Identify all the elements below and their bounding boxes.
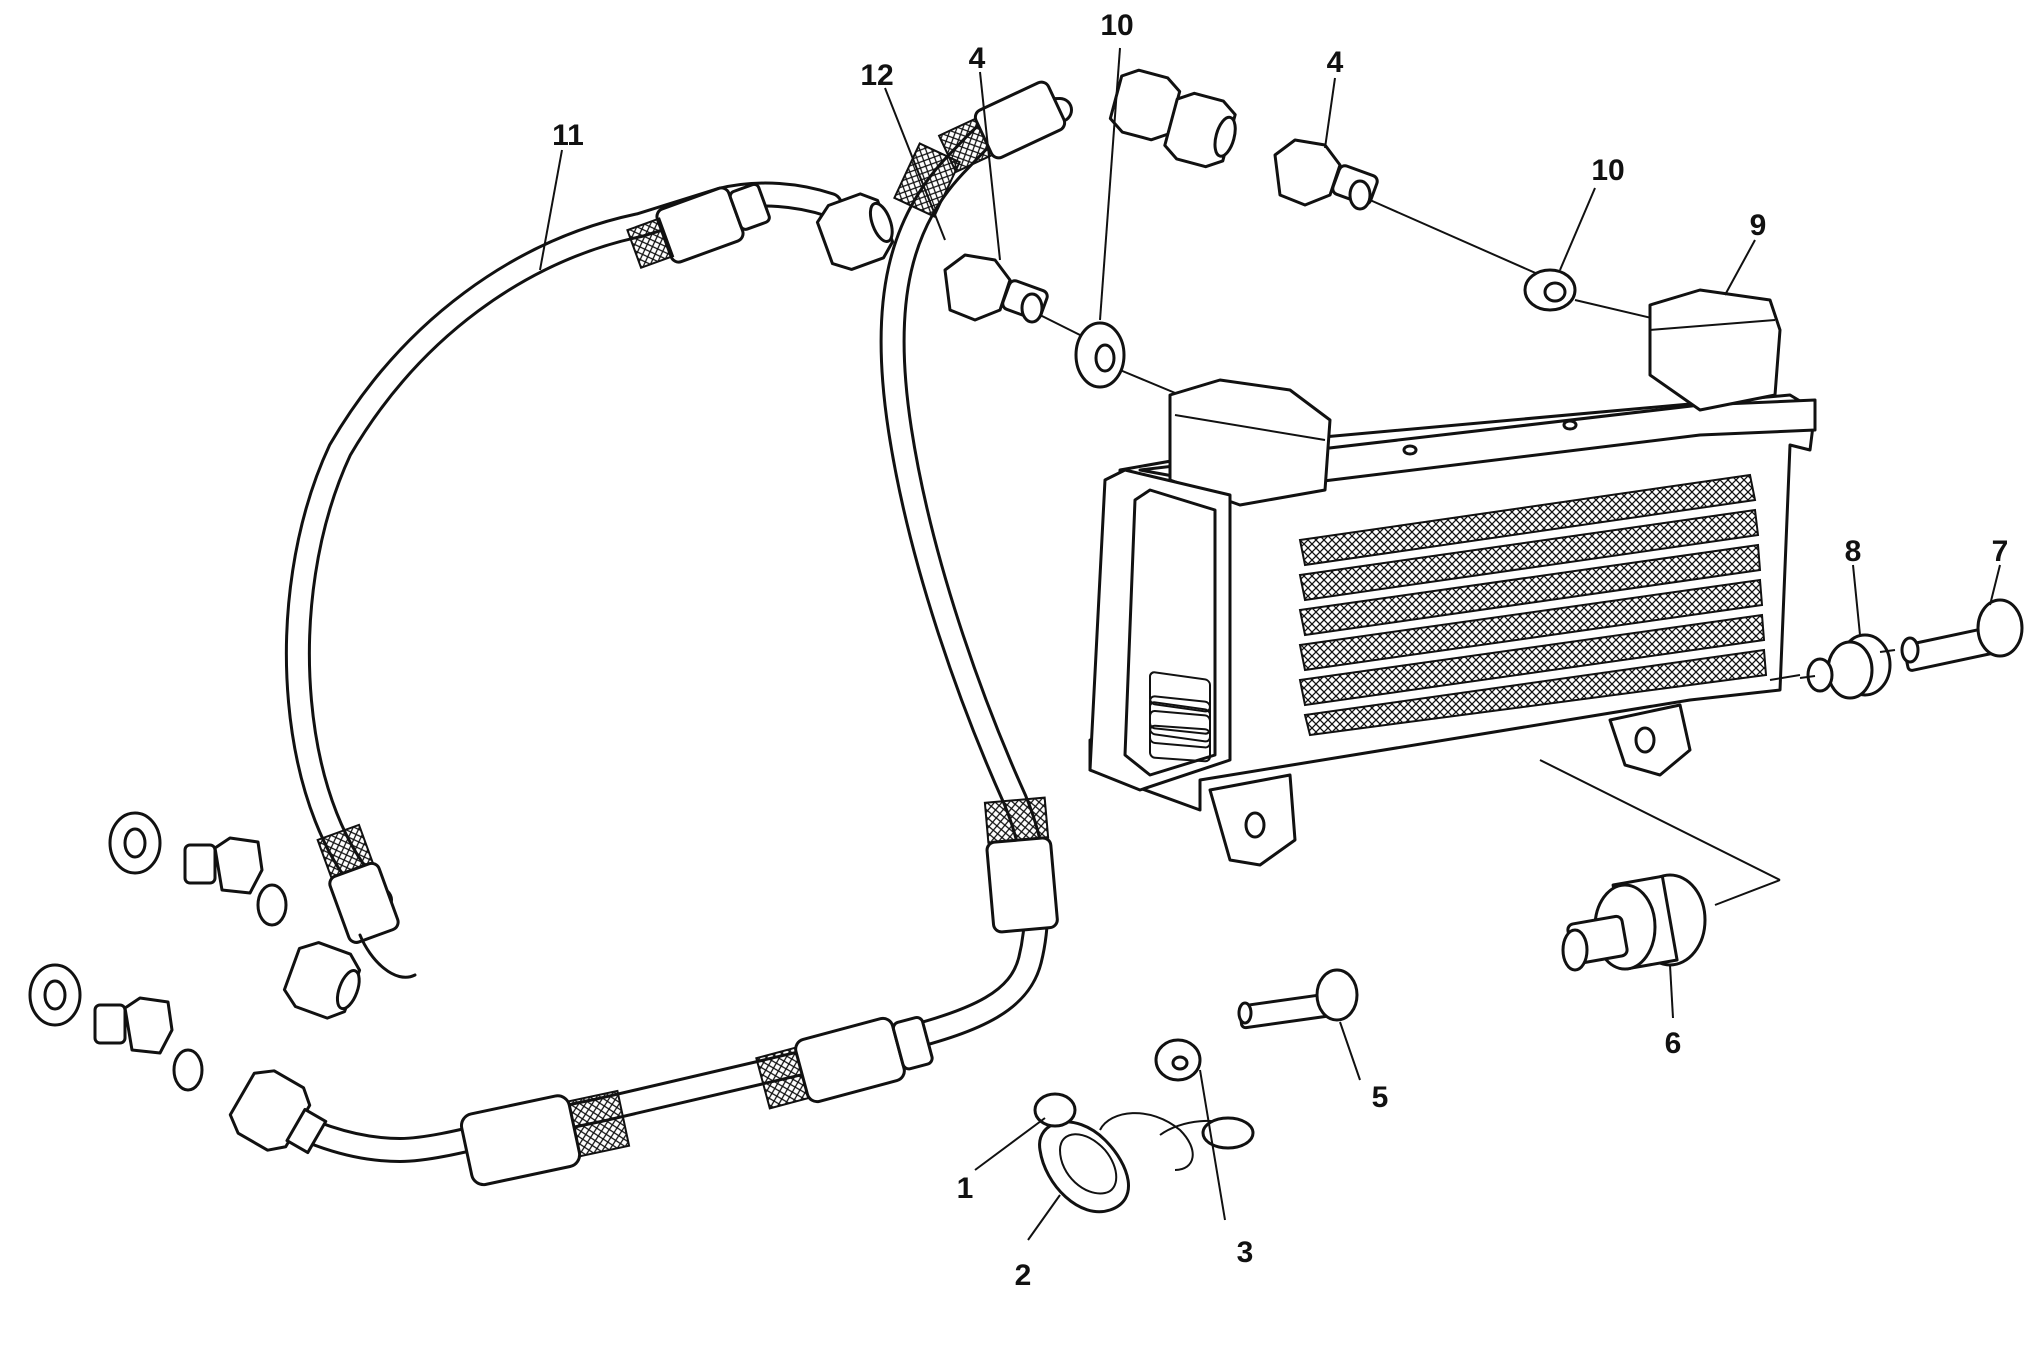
callouts: 1 2 3 4 4 5 6 7 8 9 10 10 11 12 bbox=[552, 9, 2008, 1292]
callout-10-right: 10 bbox=[1591, 154, 1624, 187]
oil-hose-12 bbox=[228, 68, 1237, 1187]
callout-4-middle: 4 bbox=[969, 42, 986, 75]
callout-10-middle: 10 bbox=[1100, 9, 1133, 42]
callout-2: 2 bbox=[1015, 1259, 1032, 1292]
fitting-set-left-lower bbox=[28, 963, 204, 1092]
oil-cooler-9 bbox=[1088, 288, 1817, 906]
washer-10-right bbox=[1523, 268, 1661, 321]
spacer-8 bbox=[1799, 633, 1892, 700]
bolt-5 bbox=[1237, 968, 1359, 1030]
oil-hose-11 bbox=[282, 181, 895, 1020]
callout-11: 11 bbox=[552, 119, 584, 152]
callout-leaders bbox=[539, 47, 2001, 1241]
o-ring-lower-right bbox=[1201, 1116, 1255, 1150]
callout-9: 9 bbox=[1750, 209, 1767, 242]
callout-8: 8 bbox=[1845, 535, 1862, 568]
fitting-4-right bbox=[1273, 138, 1541, 276]
callout-7: 7 bbox=[1992, 535, 2009, 568]
washer-3 bbox=[1154, 1038, 1202, 1082]
washer-10-middle bbox=[1074, 321, 1181, 396]
callout-4-right: 4 bbox=[1327, 46, 1344, 79]
fitting-4-middle bbox=[943, 253, 1081, 336]
cooler-fins bbox=[1298, 473, 1768, 737]
sensor-6 bbox=[1561, 873, 1707, 972]
callout-3: 3 bbox=[1237, 1236, 1254, 1269]
bolt-7 bbox=[1879, 598, 2024, 672]
callout-6: 6 bbox=[1665, 1027, 1682, 1060]
callout-1: 1 bbox=[957, 1172, 974, 1205]
callout-5: 5 bbox=[1372, 1081, 1389, 1114]
callout-12: 12 bbox=[860, 59, 893, 92]
fitting-set-left-upper bbox=[108, 811, 288, 927]
